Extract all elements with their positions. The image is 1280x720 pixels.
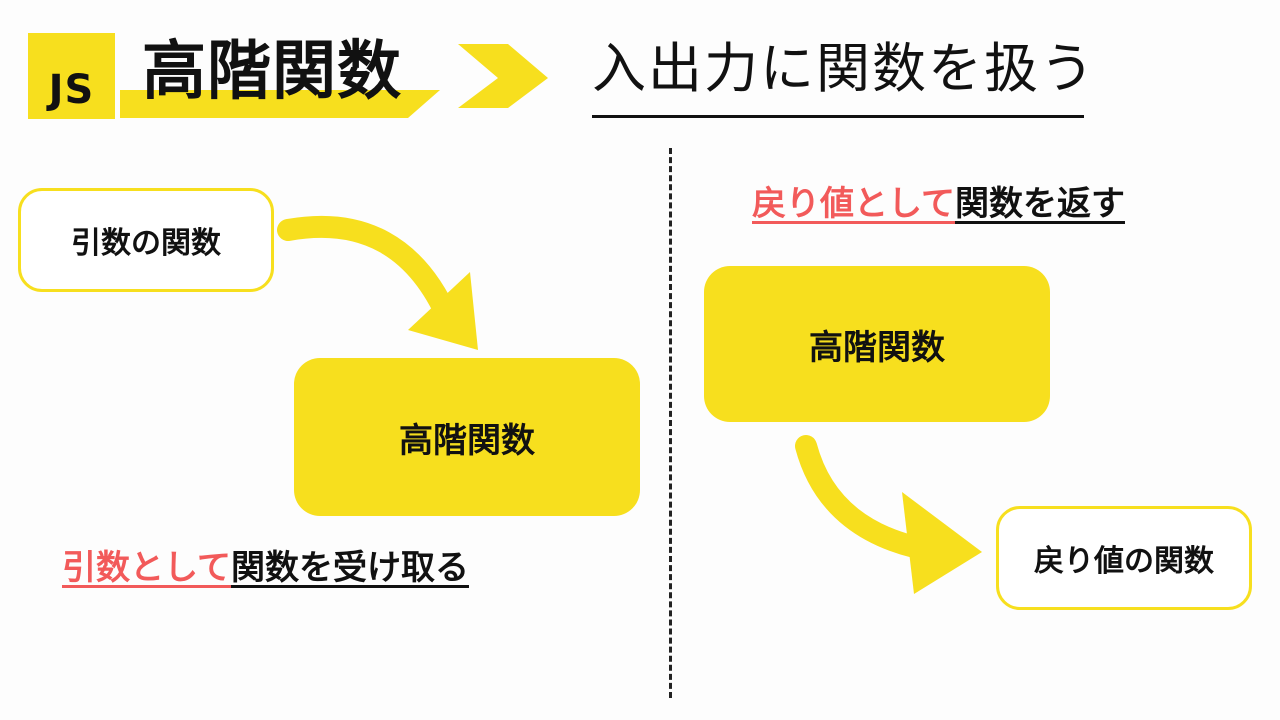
argument-caption: 引数として関数を受け取る [62, 548, 469, 588]
return-caption-highlight: 戻り値として [752, 184, 955, 224]
higher-order-function-box-left: 高階関数 [294, 358, 640, 516]
argument-function-label: 引数の関数 [71, 226, 221, 261]
return-function-label: 戻り値の関数 [1034, 544, 1214, 579]
js-logo-badge: JS [28, 33, 115, 119]
higher-order-function-label-right: 高階関数 [809, 327, 945, 368]
title-highlight-band [120, 90, 440, 118]
js-logo-text: JS [48, 67, 95, 113]
subtitle-underline [592, 115, 1084, 118]
higher-order-function-label-left: 高階関数 [399, 420, 535, 461]
higher-order-function-box-right: 高階関数 [704, 266, 1050, 422]
page-title: 高階関数 [142, 35, 402, 109]
page-subtitle: 入出力に関数を扱う [592, 37, 1096, 100]
argument-function-box: 引数の関数 [18, 188, 274, 292]
argument-caption-highlight: 引数として [62, 548, 231, 588]
return-function-box: 戻り値の関数 [996, 506, 1252, 610]
return-caption-rest: 関数を返す [954, 184, 1125, 224]
return-caption: 戻り値として関数を返す [752, 184, 1125, 224]
argument-caption-rest: 関数を受け取る [230, 548, 469, 588]
panel-divider [669, 148, 672, 698]
